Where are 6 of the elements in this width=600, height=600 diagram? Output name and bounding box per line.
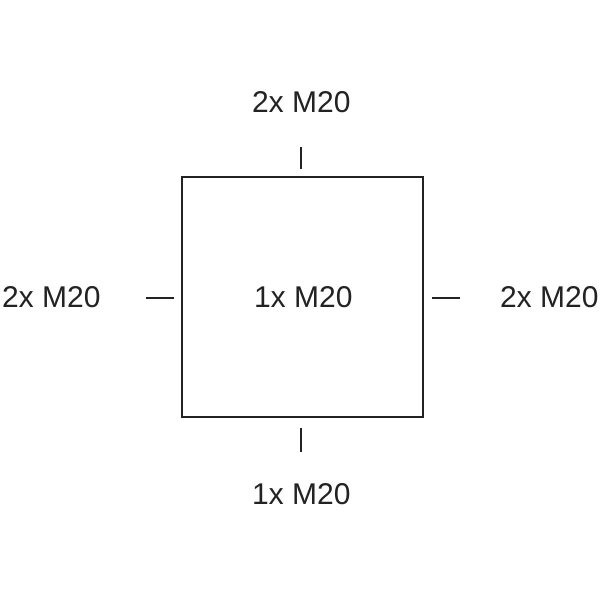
entry-label: 1x M20 [252, 478, 350, 512]
box-label: 1x M20 [254, 281, 352, 315]
entry-label: 2x M20 [2, 281, 100, 315]
entry-label: 2x M20 [500, 281, 598, 315]
junction-box [181, 176, 424, 418]
entry-label: 2x M20 [252, 86, 350, 120]
